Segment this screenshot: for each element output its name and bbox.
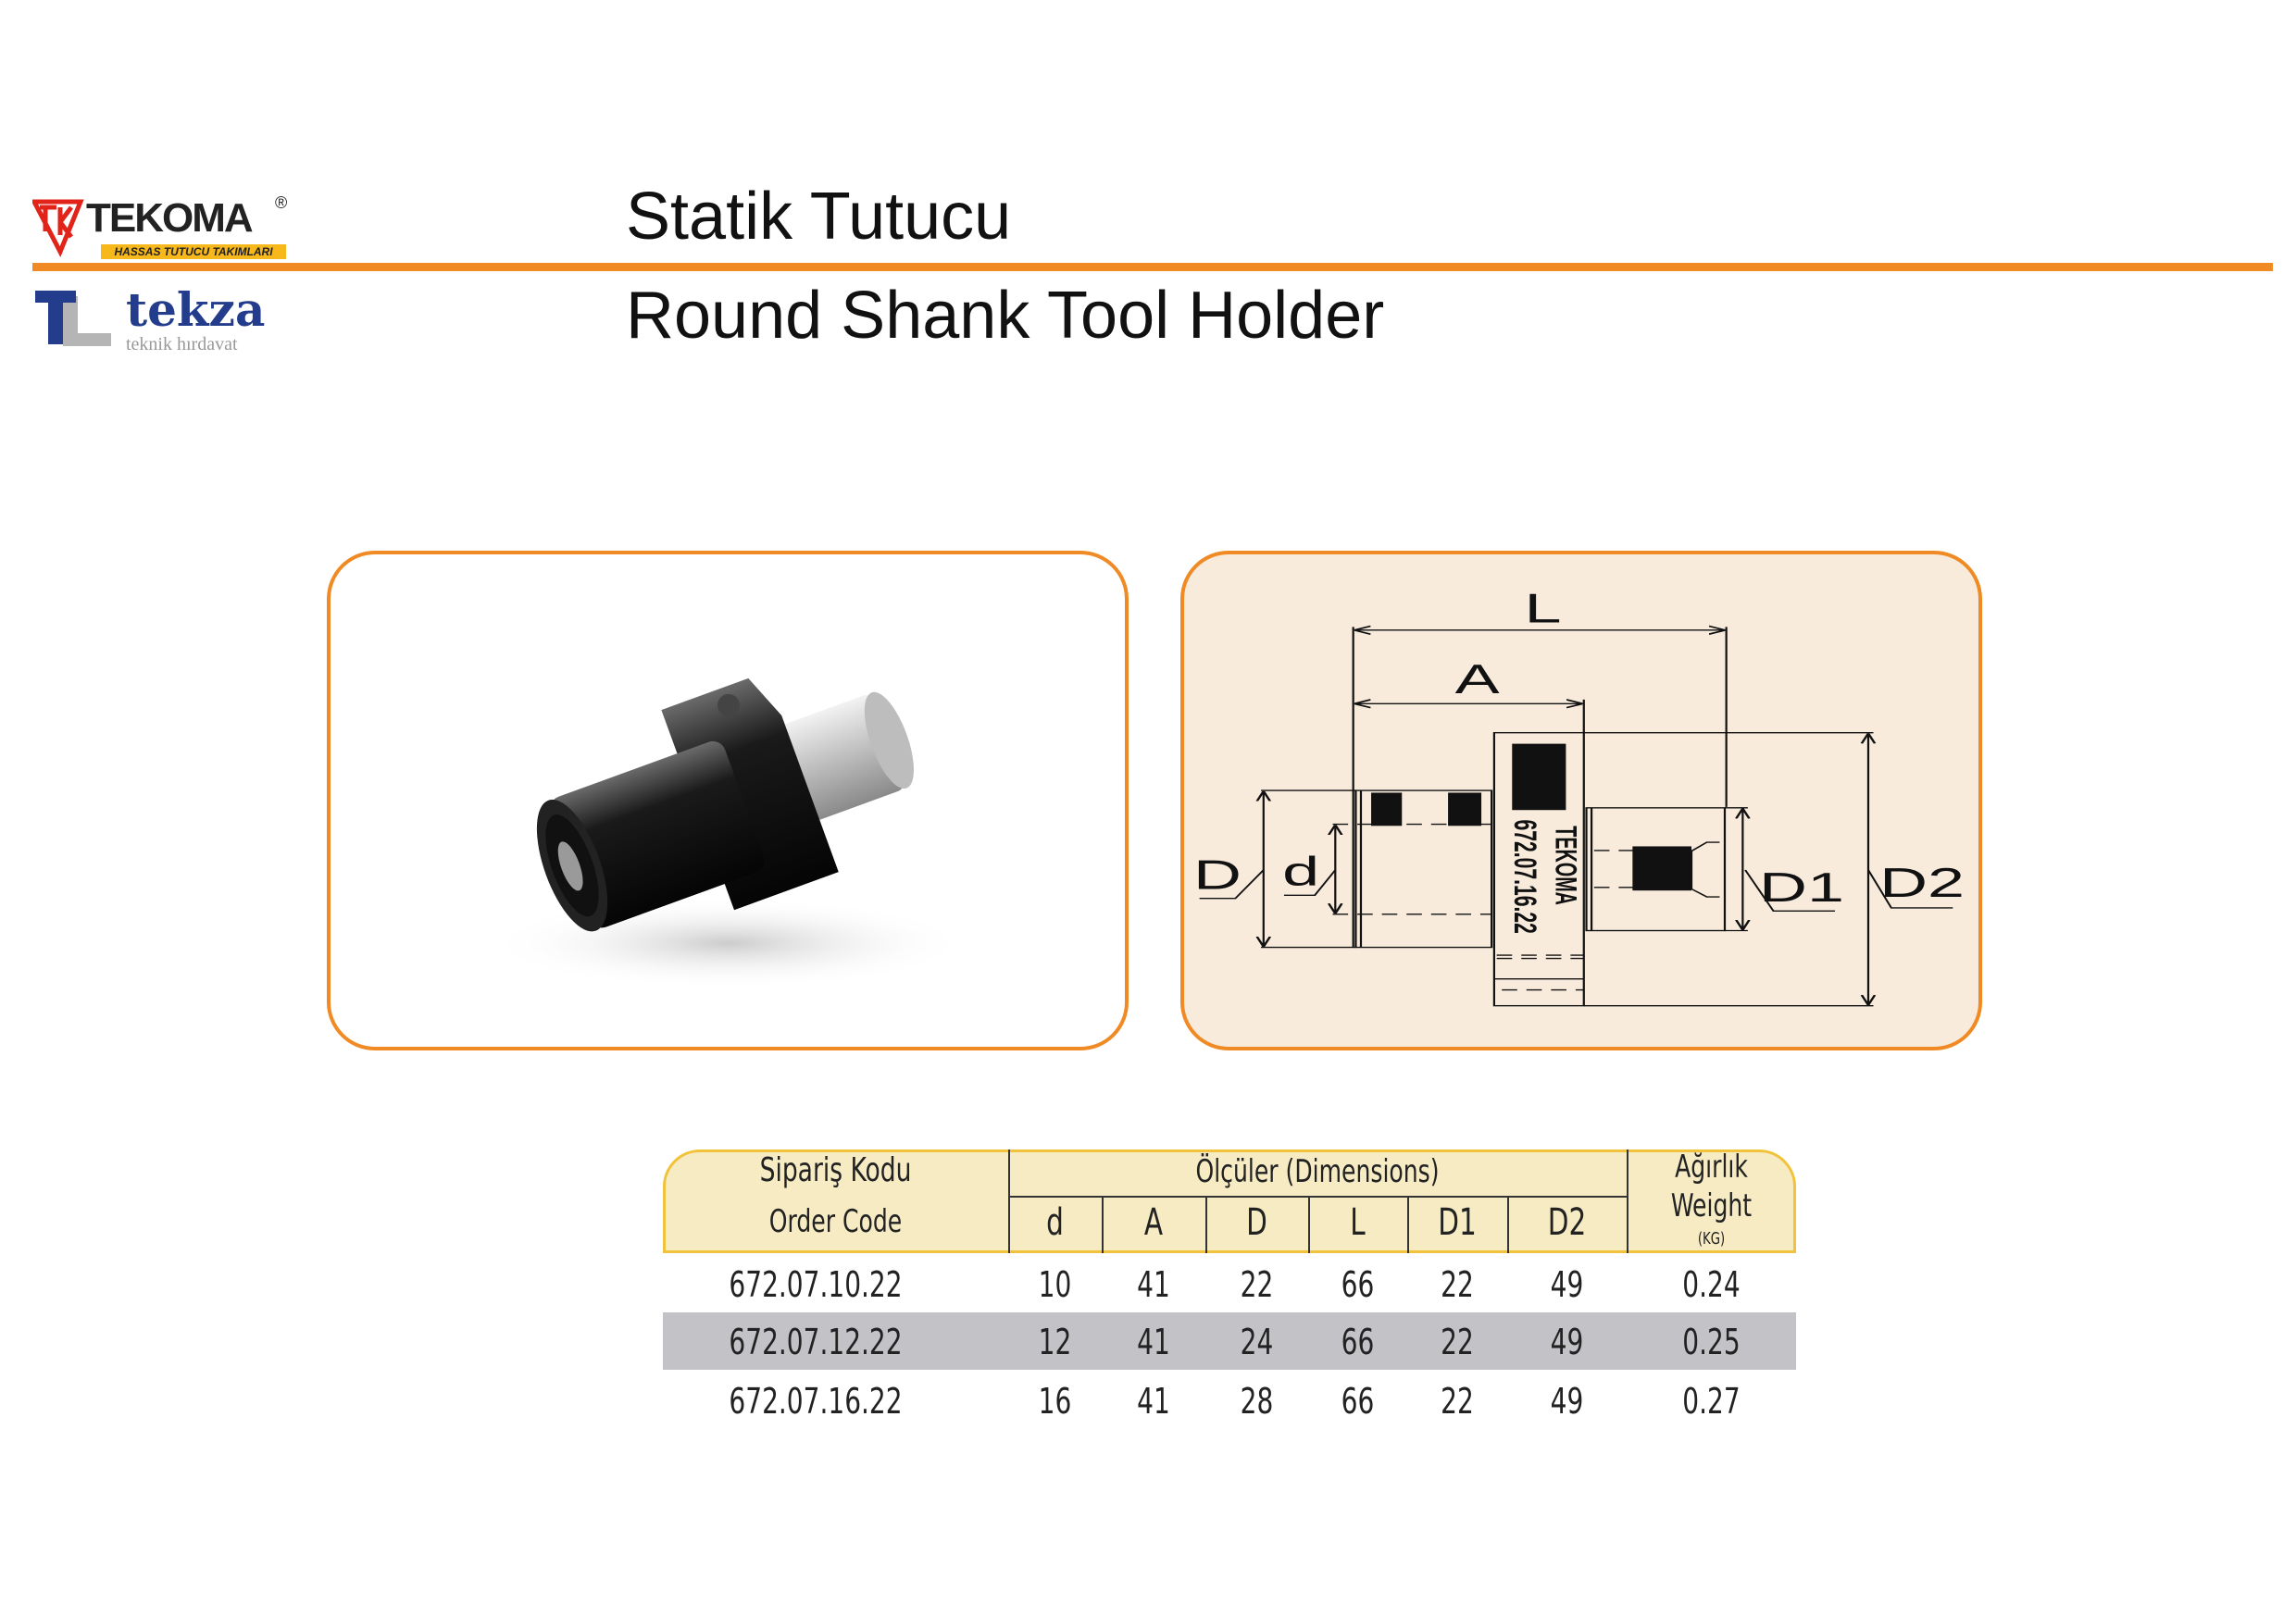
- label-d: d: [1282, 849, 1319, 895]
- thread-icon: [1448, 792, 1482, 826]
- thread-icon: [1512, 743, 1566, 811]
- dimension-cell-L: 66: [1341, 1264, 1375, 1305]
- tekoma-registered: ®: [275, 193, 288, 212]
- dimension-cell-D1: 22: [1441, 1264, 1474, 1305]
- dimension-cell-A: 41: [1137, 1381, 1170, 1422]
- weight-header-tr: Ağırlık: [1675, 1149, 1748, 1186]
- tekza-logo: tekza teknik hırdavat: [35, 282, 285, 355]
- col-D1: D1: [1438, 1201, 1477, 1244]
- dimensions-header: Ölçüler (Dimensions): [1195, 1153, 1440, 1190]
- tekoma-name: TEKOMA: [86, 195, 254, 241]
- header-divider: [32, 263, 2273, 271]
- label-D: D: [1193, 851, 1242, 898]
- dimension-cell-D1: 22: [1441, 1381, 1474, 1422]
- tekza-mark-icon: [35, 291, 111, 346]
- col-A: A: [1143, 1201, 1164, 1244]
- dimension-cell-A: 41: [1137, 1322, 1170, 1362]
- dimension-cell-D: 22: [1240, 1264, 1274, 1305]
- dimension-cell-A: 41: [1137, 1264, 1170, 1305]
- weight-cell: 0.24: [1682, 1264, 1741, 1305]
- flange-body: [1492, 731, 1585, 1007]
- thread-icon: [1632, 846, 1692, 891]
- label-A: A: [1455, 656, 1500, 702]
- dimension-drawing: L A D d D1 D2 672.07.16.22 TEKOMA: [1193, 585, 1965, 1007]
- order-code-cell: 672.07.16.22: [729, 1381, 903, 1422]
- page-title-tr: Statik Tutucu: [626, 180, 1012, 254]
- dimension-cell-d: 12: [1038, 1322, 1072, 1362]
- table-row: 672.07.10.22 10 41 22 66 22 49 0.24: [663, 1255, 1796, 1312]
- tool-holder-photo: [488, 677, 969, 989]
- order-code-header-en: Order Code: [768, 1203, 903, 1240]
- tekoma-tagline: HASSAS TUTUCU TAKIMLARI: [101, 244, 286, 259]
- col-d: d: [1046, 1201, 1064, 1244]
- order-code-cell: 672.07.12.22: [729, 1322, 903, 1362]
- col-L: L: [1350, 1201, 1366, 1244]
- order-code-header-tr: Sipariş Kodu: [759, 1151, 912, 1189]
- tekoma-mark-icon: [30, 199, 84, 257]
- thread-icon: [1371, 792, 1403, 826]
- divider: [1008, 1196, 1627, 1198]
- weight-cell: 0.25: [1682, 1322, 1741, 1362]
- col-D: D: [1246, 1201, 1267, 1244]
- divider: [1008, 1149, 1010, 1253]
- col-D2: D2: [1547, 1201, 1587, 1244]
- page-title-en: Round Shank Tool Holder: [626, 279, 1385, 353]
- dimension-cell-D: 24: [1240, 1322, 1274, 1362]
- tekza-tagline: teknik hırdavat: [126, 334, 238, 354]
- divider: [1627, 1149, 1628, 1253]
- label-L: L: [1524, 585, 1561, 631]
- brand-marking: TEKOMA: [1549, 826, 1582, 905]
- dimension-cell-D2: 49: [1550, 1322, 1584, 1362]
- dimension-cell-D2: 49: [1550, 1381, 1584, 1422]
- tekza-name: tekza: [126, 282, 266, 337]
- weight-header-en: Weight: [1670, 1187, 1753, 1224]
- table-row: 672.07.12.22 12 41 24 66 22 49 0.25: [663, 1312, 1796, 1370]
- dimension-cell-d: 16: [1038, 1381, 1072, 1422]
- order-code-cell: 672.07.10.22: [729, 1264, 903, 1305]
- product-photo: [327, 551, 1129, 1050]
- front-shank: [1585, 807, 1727, 932]
- table-row: 672.07.16.22 16 41 28 66 22 49 0.27: [663, 1372, 1796, 1429]
- weight-cell: 0.27: [1682, 1381, 1741, 1422]
- table-header: [663, 1149, 1796, 1253]
- dimension-cell-D1: 22: [1441, 1322, 1474, 1362]
- dimension-cell-L: 66: [1341, 1381, 1375, 1422]
- dimension-cell-L: 66: [1341, 1322, 1375, 1362]
- shank-body: [1354, 789, 1493, 949]
- dimension-cell-D2: 49: [1550, 1264, 1584, 1305]
- label-D2: D2: [1879, 860, 1965, 906]
- dimension-cell-d: 10: [1038, 1264, 1072, 1305]
- part-marking: 672.07.16.22: [1507, 819, 1543, 933]
- tekoma-logo: TEKOMA ® HASSAS TUTUCU TAKIMLARI: [30, 193, 301, 263]
- label-D1: D1: [1759, 864, 1844, 911]
- dimension-cell-D: 28: [1240, 1381, 1274, 1422]
- weight-unit: (KG): [1697, 1229, 1726, 1249]
- technical-drawing: L A D d D1 D2 672.07.16.22 TEKOMA: [1180, 551, 1982, 1050]
